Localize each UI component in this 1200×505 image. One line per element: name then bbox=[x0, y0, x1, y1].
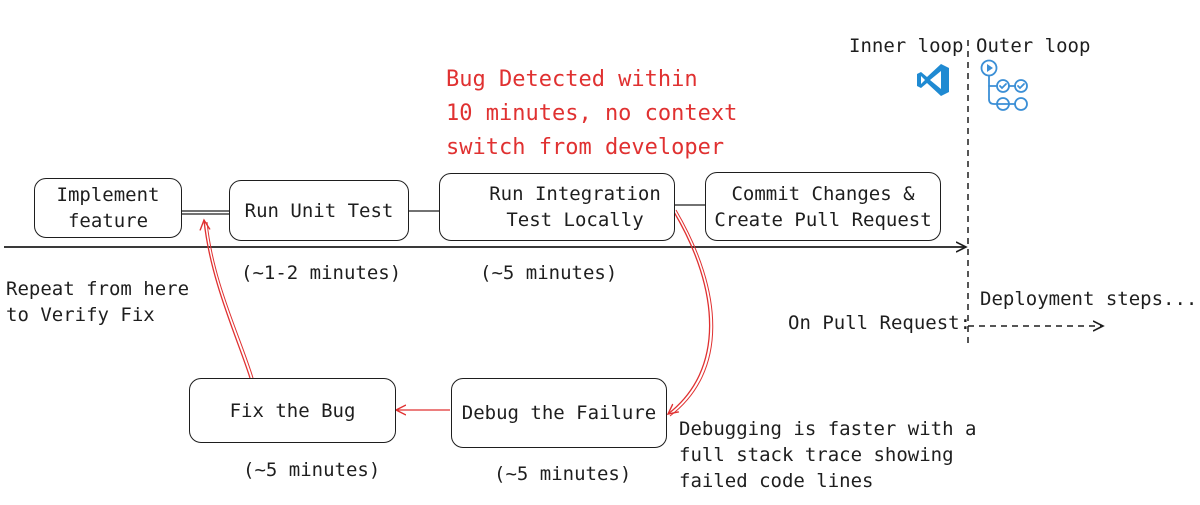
inner-loop-label: Inner loop bbox=[849, 35, 964, 57]
on-pull-request-label: On Pull Request: bbox=[788, 312, 972, 334]
outer-loop-label: Outer loop bbox=[976, 35, 1091, 57]
integration-duration: (~5 minutes) bbox=[480, 262, 618, 284]
unit-test-duration: (~1-2 minutes) bbox=[241, 262, 402, 284]
deployment-steps-label: Deployment steps... bbox=[980, 288, 1198, 310]
arrow-integration-to-debug-2 bbox=[669, 209, 714, 417]
vscode-icon bbox=[917, 64, 949, 96]
pipeline-icon bbox=[980, 59, 1028, 111]
debugging-note: Debugging is faster with a full stack tr… bbox=[679, 418, 977, 492]
implement-feature-label: Implement feature bbox=[56, 184, 160, 232]
run-unit-test-label: Run Unit Test bbox=[244, 199, 394, 222]
run-integration-test-label: Run Integration Test Locally bbox=[489, 183, 661, 231]
fix-the-bug-box: Fix the Bug bbox=[189, 378, 396, 443]
debug-duration: (~5 minutes) bbox=[494, 463, 632, 485]
commit-changes-label: Commit Changes & Create Pull Request bbox=[714, 182, 932, 231]
fix-the-bug-label: Fix the Bug bbox=[229, 399, 356, 422]
debug-failure-label: Debug the Failure bbox=[461, 402, 657, 424]
run-unit-test-box: Run Unit Test bbox=[229, 180, 409, 241]
arrow-integration-to-debug bbox=[668, 211, 711, 414]
commit-changes-box: Commit Changes & Create Pull Request bbox=[705, 172, 941, 241]
repeat-note: Repeat from here to Verify Fix bbox=[6, 278, 190, 326]
implement-feature-box: Implement feature bbox=[34, 178, 182, 238]
arrow-fix-to-unit bbox=[204, 220, 251, 379]
fix-duration: (~5 minutes) bbox=[243, 459, 381, 481]
debug-failure-box: Debug the Failure bbox=[451, 378, 667, 448]
run-integration-test-box: Run Integration Test Locally bbox=[439, 173, 675, 241]
bug-detected-callout: Bug Detected within 10 minutes, no conte… bbox=[446, 67, 738, 160]
arrow-fix-to-unit-2 bbox=[206, 221, 254, 379]
